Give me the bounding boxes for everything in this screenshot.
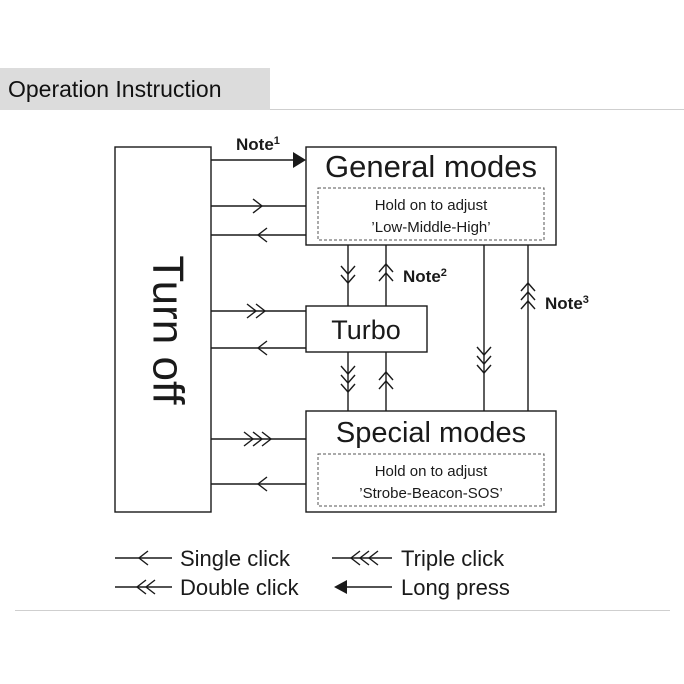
general-hint-line1: Hold on to adjust xyxy=(375,197,488,214)
general-hint-box xyxy=(317,187,545,241)
arrowhead-filled-icon xyxy=(293,152,306,168)
chevron-down-icon xyxy=(476,346,492,357)
special-hint-line2: ’Strobe-Beacon-SOS’ xyxy=(359,485,502,502)
chevron-down-icon xyxy=(340,274,356,285)
general-modes-title: General modes xyxy=(325,149,537,184)
header-band xyxy=(0,68,270,110)
top-divider xyxy=(270,109,684,110)
turbo-title: Turbo xyxy=(331,315,401,345)
chevron-down-icon xyxy=(340,383,356,394)
legend-single-click-label: Single click xyxy=(180,546,291,571)
special-modes-title: Special modes xyxy=(336,417,526,449)
general-hint-line2: ’Low-Middle-High’ xyxy=(371,219,490,236)
chevron-up-icon xyxy=(378,379,394,390)
chevron-left-icon xyxy=(137,550,149,566)
chevron-down-icon xyxy=(340,374,356,385)
special-modes-box xyxy=(305,410,557,513)
special-hint-box xyxy=(317,453,545,507)
chevron-left-icon xyxy=(135,579,147,595)
legend xyxy=(115,550,392,595)
turn-off-label: Turn off xyxy=(143,255,192,405)
svg-text:Note3: Note3 xyxy=(545,294,589,313)
turbo-box xyxy=(305,305,428,353)
chevron-left-icon xyxy=(256,340,268,356)
chevron-left-icon xyxy=(358,550,370,566)
page-title: Operation Instruction xyxy=(8,76,222,102)
note3-superscript: 3 xyxy=(583,294,589,306)
chevron-right-icon xyxy=(261,431,273,447)
note2-superscript: 2 xyxy=(441,267,447,279)
chevron-down-icon xyxy=(476,364,492,375)
legend-double-click-label: Double click xyxy=(180,575,300,600)
chevron-down-icon xyxy=(340,265,356,276)
special-hint-line1: Hold on to adjust xyxy=(375,463,488,480)
legend-triple-click-label: Triple click xyxy=(401,546,505,571)
general-modes-box xyxy=(305,146,557,246)
chevron-right-icon xyxy=(255,303,267,319)
chevron-left-icon xyxy=(256,227,268,243)
chevron-up-icon xyxy=(520,299,536,310)
chevron-right-icon xyxy=(252,431,264,447)
chevron-up-icon xyxy=(378,271,394,282)
svg-text:Note2: Note2 xyxy=(403,267,447,286)
chevron-down-icon xyxy=(340,365,356,376)
chevron-up-icon xyxy=(520,290,536,301)
chevron-right-icon xyxy=(243,431,255,447)
chevron-up-icon xyxy=(378,370,394,381)
chevron-down-icon xyxy=(476,355,492,366)
chevron-left-icon xyxy=(144,579,156,595)
chevron-up-icon xyxy=(378,262,394,273)
bottom-divider xyxy=(15,610,670,611)
chevron-up-icon xyxy=(520,281,536,292)
note3-label: Note xyxy=(545,294,583,313)
note1-superscript: 1 xyxy=(274,135,280,147)
note2-label: Note xyxy=(403,267,441,286)
chevron-left-icon xyxy=(367,550,379,566)
turn-off-box xyxy=(114,146,212,513)
arrowhead-filled-icon xyxy=(334,580,347,594)
note1-label: Note xyxy=(236,135,274,154)
legend-long-press-label: Long press xyxy=(401,575,510,600)
chevron-left-icon xyxy=(256,476,268,492)
chevron-right-icon xyxy=(246,303,258,319)
chevron-right-icon xyxy=(252,198,264,214)
svg-text:Note1: Note1 xyxy=(236,135,280,154)
chevron-left-icon xyxy=(349,550,361,566)
